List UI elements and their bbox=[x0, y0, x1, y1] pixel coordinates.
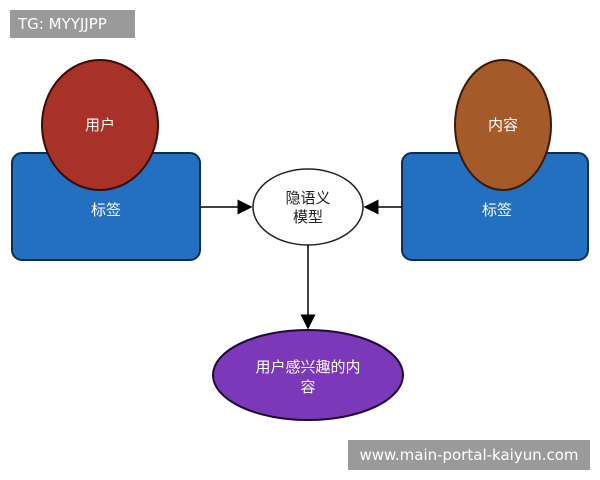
left-tag-box-label: 标签 bbox=[91, 201, 121, 219]
user-interest-content-node bbox=[212, 329, 404, 421]
watermark-bottom-label: www.main-portal-kaiyun.com bbox=[348, 440, 590, 470]
user-interest-label-line1: 用户感兴趣的内 bbox=[255, 358, 360, 376]
latent-model-label-line1: 隐语义 bbox=[285, 189, 330, 207]
content-node bbox=[454, 59, 552, 191]
right-tag-box-label: 标签 bbox=[482, 201, 512, 219]
user-node-label: 用户 bbox=[85, 116, 115, 134]
watermark-top-label: TG: MYYJJPP bbox=[10, 10, 135, 38]
latent-model-node bbox=[252, 168, 364, 246]
content-node-label: 内容 bbox=[488, 116, 518, 134]
latent-model-label-line2: 模型 bbox=[293, 208, 323, 226]
user-interest-label-line2: 容 bbox=[300, 378, 315, 396]
user-node bbox=[41, 59, 159, 191]
